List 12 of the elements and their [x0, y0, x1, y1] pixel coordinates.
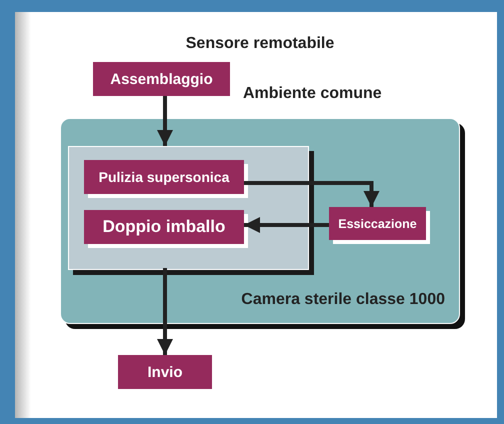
process-box: Doppio imballo [84, 210, 244, 244]
process-box: Invio [118, 355, 212, 389]
process-box: Assemblaggio [93, 62, 230, 96]
arrow [244, 217, 329, 233]
area-label: Ambiente comune [243, 85, 382, 103]
process-box: Essiccazione [329, 207, 426, 240]
process-box: Pulizia supersonica [84, 160, 244, 194]
arrow [157, 268, 173, 355]
arrow [157, 96, 173, 146]
arrow [244, 181, 380, 207]
diagram-title: Sensore remotabile [184, 35, 336, 53]
area-label: Camera sterile classe 1000 [241, 291, 445, 309]
